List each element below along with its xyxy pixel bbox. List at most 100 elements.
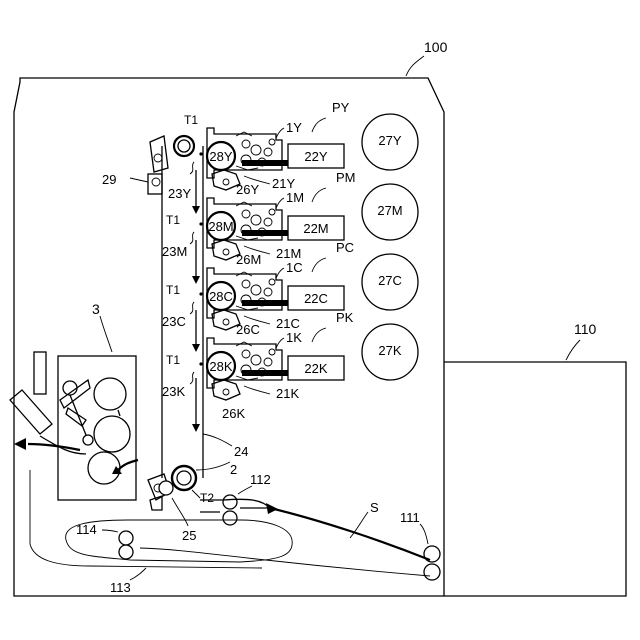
group-label-m: PM — [336, 170, 356, 185]
cleaner-roll-y — [223, 179, 229, 185]
drum-label-k: 28K — [209, 359, 232, 374]
leader-100 — [406, 56, 424, 76]
unit-leader-c — [276, 268, 284, 278]
transfer-label-m: 23M — [162, 244, 187, 259]
image-forming-stations: 28Y 22Y 27Y PY 1Y 21Y 26Y T1 23Y 28M 22M 27M PM 1M 21M… — [162, 100, 418, 421]
unit-leader-y — [276, 128, 284, 138]
toner-label-m: 27M — [377, 203, 402, 218]
label-24: 24 — [234, 444, 248, 459]
leader-111 — [420, 524, 428, 544]
clean-label-y: 26Y — [236, 182, 259, 197]
clean-label-m: 26M — [236, 252, 261, 267]
leader-113 — [130, 568, 146, 580]
t1-label-k: T1 — [166, 353, 180, 367]
t1-label-y: T1 — [184, 113, 198, 127]
transfer-leader-c — [190, 302, 194, 314]
secondary-transfer — [148, 474, 173, 510]
clean-label-k: 26K — [222, 406, 245, 421]
leader-112 — [238, 486, 252, 494]
label-2: 2 — [230, 462, 237, 477]
gear-c-1 — [251, 285, 261, 295]
gear-y-0 — [242, 140, 250, 148]
developer-bar-m — [242, 230, 288, 236]
group-label-y: PY — [332, 100, 350, 115]
label-3: 3 — [92, 301, 100, 317]
group-leader-y — [312, 118, 326, 132]
toner-label-k: 27K — [378, 343, 401, 358]
gear-y-1 — [251, 145, 261, 155]
gear-y-2 — [264, 148, 272, 156]
t1-point-y — [199, 152, 202, 155]
unit-label-m: 1M — [286, 190, 304, 205]
leader-114 — [102, 530, 118, 532]
unit-label-c: 1C — [286, 260, 303, 275]
label-25: 25 — [182, 528, 196, 543]
gear-k-1 — [251, 355, 261, 365]
gear-y-5 — [269, 139, 275, 145]
developer-label-c: 22C — [304, 291, 328, 306]
roller-112-bottom — [223, 511, 237, 525]
charger-label-k: 21K — [276, 386, 299, 401]
leader-24 — [203, 434, 232, 446]
gear-k-2 — [264, 358, 272, 366]
group-leader-k — [312, 328, 326, 342]
label-113: 113 — [110, 580, 131, 595]
t1-label-c: T1 — [166, 283, 180, 297]
charger-label-m: 21M — [276, 246, 301, 261]
transfer-leader-m — [190, 232, 194, 244]
label-110: 110 — [574, 321, 597, 337]
label-s: S — [370, 500, 379, 515]
drum-label-y: 28Y — [209, 149, 232, 164]
cleaner-roll-m — [223, 249, 229, 255]
label-112: 112 — [250, 472, 271, 487]
group-label-k: PK — [336, 310, 354, 325]
developer-bar-y — [242, 160, 288, 166]
output-tray — [10, 352, 80, 450]
gear-m-5 — [269, 209, 275, 215]
label-t2: T2 — [200, 491, 214, 505]
group-label-c: PC — [336, 240, 354, 255]
cleaner-roll-k — [223, 389, 229, 395]
unit-leader-k — [276, 338, 284, 348]
gear-c-0 — [242, 280, 250, 288]
charger-label-c: 21C — [276, 316, 300, 331]
gear-c-5 — [269, 279, 275, 285]
leader-t2 — [192, 490, 200, 498]
leader-3 — [100, 316, 112, 352]
t1-label-m: T1 — [166, 213, 180, 227]
transfer-label-y: 23Y — [168, 186, 191, 201]
developer-bar-c — [242, 300, 288, 306]
gear-m-0 — [242, 210, 250, 218]
label-111: 111 — [400, 510, 420, 525]
gear-c-2 — [264, 288, 272, 296]
gear-k-0 — [242, 350, 250, 358]
transfer-label-c: 23C — [162, 314, 186, 329]
label-114: 114 — [76, 522, 97, 537]
t1-point-c — [199, 292, 202, 295]
developer-label-m: 22M — [303, 221, 328, 236]
roller-111-bottom — [424, 564, 440, 580]
drum-label-c: 28C — [209, 289, 233, 304]
developer-label-y: 22Y — [304, 149, 327, 164]
developer-label-k: 22K — [304, 361, 327, 376]
toner-label-c: 27C — [378, 273, 402, 288]
charger-label-y: 21Y — [272, 176, 295, 191]
leader-25 — [172, 498, 188, 526]
toner-label-y: 27Y — [378, 133, 401, 148]
charger-leader-k — [244, 386, 270, 394]
roller-114-bottom — [119, 545, 133, 559]
roller-111-top — [424, 546, 440, 562]
gear-k-5 — [269, 349, 275, 355]
belt-direction-arrows — [192, 170, 200, 432]
label-100: 100 — [424, 39, 448, 55]
unit-label-y: 1Y — [286, 120, 302, 135]
transfer-leader-k — [190, 372, 194, 384]
leader-2 — [196, 462, 230, 470]
label-29: 29 — [102, 172, 116, 187]
fixing-unit — [40, 356, 138, 500]
transfer-label-k: 23K — [162, 384, 185, 399]
drum-label-m: 28M — [208, 219, 233, 234]
unit-label-k: 1K — [286, 330, 302, 345]
